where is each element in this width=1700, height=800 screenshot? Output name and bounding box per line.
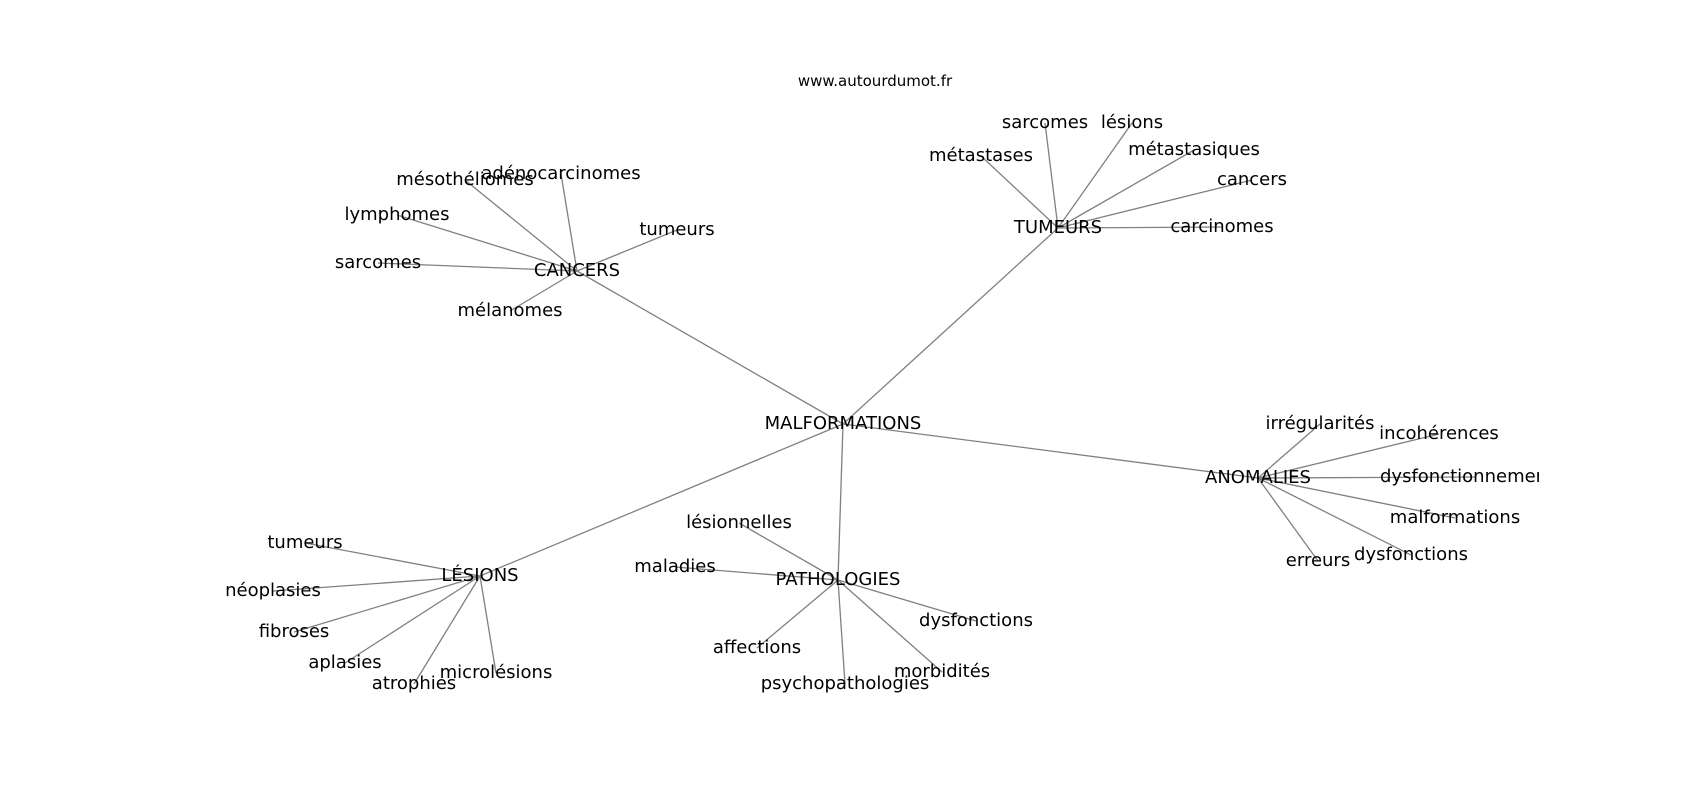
leaf-node-label[interactable]: dysfonctionnements bbox=[1380, 466, 1564, 487]
leaf-node-label[interactable]: morbidités bbox=[894, 661, 990, 682]
leaf-node-label[interactable]: métastasiques bbox=[1128, 139, 1260, 160]
edge-hub-to-leaf bbox=[344, 575, 481, 664]
graph-edges bbox=[272, 122, 1476, 685]
leaf-node-label[interactable]: atrophies bbox=[372, 673, 456, 694]
edge-hub-to-leaf bbox=[413, 575, 481, 685]
leaf-node-label[interactable]: malformations bbox=[1390, 507, 1520, 528]
edge-hub-to-leaf bbox=[1057, 149, 1195, 229]
leaf-node-label[interactable]: lymphomes bbox=[344, 204, 449, 225]
leaf-node-label[interactable]: tumeurs bbox=[639, 219, 714, 240]
leaf-node-label[interactable]: mélanomes bbox=[457, 300, 562, 321]
hub-node-label[interactable]: LÉSIONS bbox=[441, 564, 518, 586]
leaf-node-label[interactable]: dysfonctions bbox=[1354, 544, 1468, 565]
leaf-node-label[interactable]: sarcomes bbox=[1002, 112, 1088, 133]
leaf-node-label[interactable]: adénocarcinomes bbox=[481, 163, 640, 184]
edge-hub-to-leaf bbox=[1257, 476, 1476, 479]
leaf-node-label[interactable]: irrégularités bbox=[1266, 413, 1375, 434]
leaf-node-label[interactable]: maladies bbox=[634, 556, 715, 577]
leaf-node-label[interactable]: microlésions bbox=[440, 662, 553, 683]
edge-hub-to-leaf bbox=[560, 173, 578, 272]
leaf-node-label[interactable]: carcinomes bbox=[1170, 216, 1273, 237]
leaf-node-label[interactable]: fibroses bbox=[259, 621, 330, 642]
leaf-node-label[interactable]: psychopathologies bbox=[761, 673, 930, 694]
leaf-node-label[interactable]: cancers bbox=[1217, 169, 1287, 190]
edge-hub-to-leaf bbox=[509, 270, 578, 312]
edge-hub-to-leaf bbox=[1257, 477, 1319, 562]
center-node-label[interactable]: MALFORMATIONS bbox=[765, 413, 922, 434]
edge-center-to-hub bbox=[479, 423, 844, 577]
edge-hub-to-leaf bbox=[272, 575, 481, 592]
edge-hub-to-leaf bbox=[674, 566, 839, 581]
leaf-node-label[interactable]: aplasies bbox=[308, 652, 381, 673]
edge-hub-to-leaf bbox=[837, 579, 943, 673]
edge-center-to-hub bbox=[842, 227, 1059, 425]
edge-hub-to-leaf bbox=[837, 579, 977, 622]
edge-center-to-hub bbox=[837, 423, 844, 581]
edge-hub-to-leaf bbox=[396, 214, 578, 272]
leaf-node-label[interactable]: affections bbox=[713, 637, 801, 658]
leaf-node-label[interactable]: sarcomes bbox=[335, 252, 421, 273]
edge-hub-to-leaf bbox=[304, 542, 481, 577]
leaf-node-label[interactable]: lésionnelles bbox=[686, 512, 792, 533]
edge-hub-to-leaf bbox=[738, 522, 839, 581]
edge-center-to-hub bbox=[576, 270, 844, 425]
edge-hub-to-leaf bbox=[1257, 433, 1440, 479]
hub-node-label[interactable]: CANCERS bbox=[534, 260, 620, 281]
edge-hub-to-leaf bbox=[377, 262, 578, 272]
edge-center-to-hub bbox=[842, 423, 1259, 479]
leaf-node-label[interactable]: lésions bbox=[1101, 112, 1163, 133]
edge-hub-to-leaf bbox=[1257, 477, 1456, 519]
edge-hub-to-leaf bbox=[1057, 226, 1223, 229]
edge-hub-to-leaf bbox=[1057, 122, 1133, 229]
leaf-node-label[interactable]: métastases bbox=[929, 145, 1033, 166]
leaf-node-label[interactable]: tumeurs bbox=[267, 532, 342, 553]
edge-hub-to-leaf bbox=[479, 575, 497, 674]
hub-node-label[interactable]: PATHOLOGIES bbox=[776, 569, 901, 590]
leaf-node-label[interactable]: incohérences bbox=[1379, 423, 1499, 444]
edge-hub-to-leaf bbox=[756, 579, 839, 649]
edge-hub-to-leaf bbox=[1257, 477, 1412, 556]
edge-hub-to-leaf bbox=[464, 179, 578, 272]
edge-hub-to-leaf bbox=[1057, 179, 1253, 229]
leaf-node-label[interactable]: erreurs bbox=[1286, 550, 1350, 571]
edge-hub-to-leaf bbox=[576, 229, 678, 272]
leaf-node-label[interactable]: néoplasies bbox=[225, 580, 321, 601]
edge-hub-to-leaf bbox=[1257, 423, 1321, 479]
hub-node-label[interactable]: ANOMALIES bbox=[1205, 467, 1311, 488]
edge-hub-to-leaf bbox=[293, 575, 481, 633]
edge-hub-to-leaf bbox=[980, 155, 1059, 229]
edge-hub-to-leaf bbox=[1044, 122, 1059, 229]
site-url-label: www.autourdumot.fr bbox=[797, 72, 953, 90]
leaf-node-label[interactable]: mésothéliomes bbox=[396, 169, 534, 190]
edge-hub-to-leaf bbox=[837, 579, 846, 685]
leaf-node-label[interactable]: dysfonctions bbox=[919, 610, 1033, 631]
hub-node-label[interactable]: TUMEURS bbox=[1013, 217, 1102, 238]
graph-labels: MALFORMATIONS CANCERS mésothéliomesadénoca… bbox=[225, 112, 1564, 694]
